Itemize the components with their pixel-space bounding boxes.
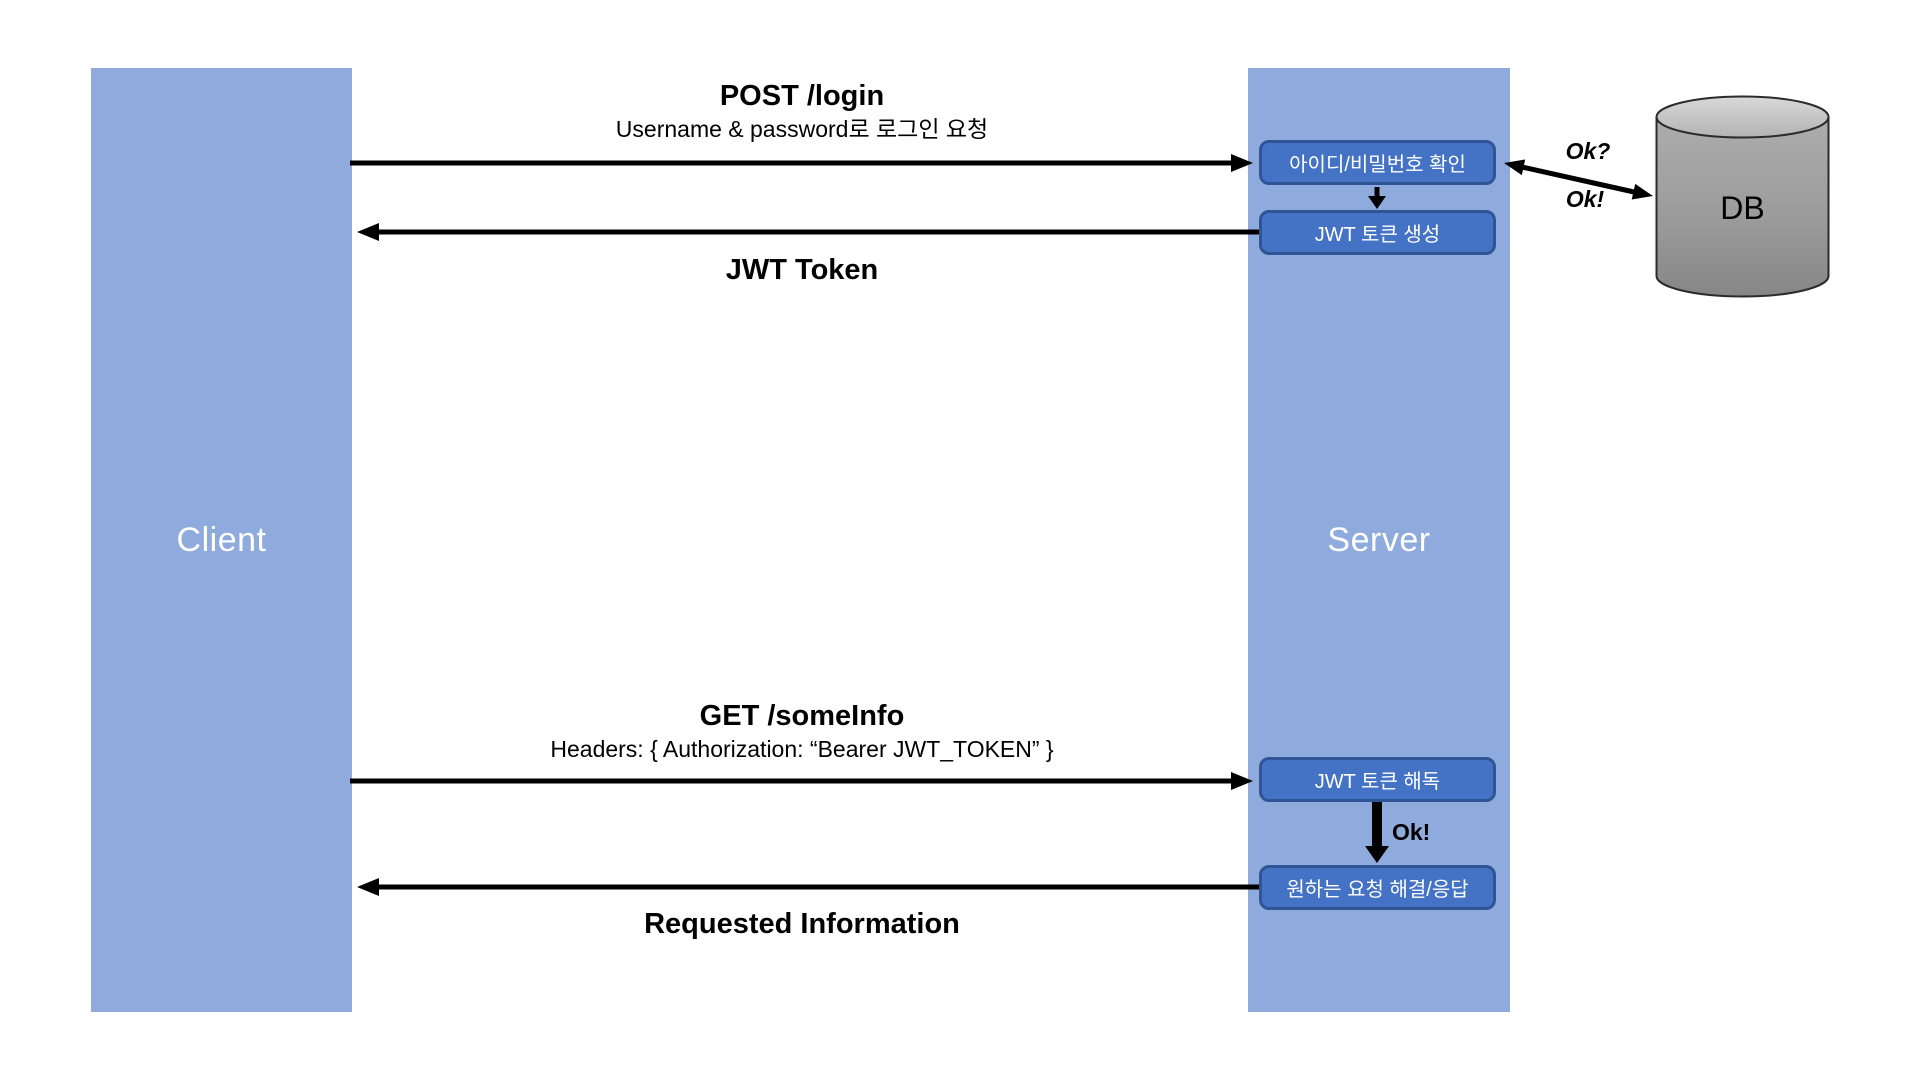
get-someinfo-message: GET /someInfo Headers: { Authorization: … bbox=[352, 698, 1252, 765]
requested-info-return-arrow bbox=[357, 878, 1259, 896]
client-label: Client bbox=[176, 520, 267, 559]
verify-to-generate-arrow bbox=[1368, 187, 1386, 209]
step-resolve-request: 원하는 요청 해결/응답 bbox=[1259, 865, 1496, 910]
step-generate-token: JWT 토큰 생성 bbox=[1259, 210, 1496, 255]
jwt-token-title: JWT Token bbox=[725, 254, 879, 286]
db-ok-answer-label: Ok! bbox=[1565, 186, 1605, 212]
post-login-message: POST /login Username & password로 로그인 요청 bbox=[352, 78, 1252, 145]
post-login-title: POST /login bbox=[719, 80, 885, 112]
post-login-subtitle: Username & password로 로그인 요청 bbox=[615, 116, 989, 142]
step-decode-token: JWT 토큰 해독 bbox=[1259, 757, 1496, 802]
decode-to-respond-arrow bbox=[1365, 801, 1389, 863]
jwt-token-return-arrow bbox=[357, 223, 1259, 241]
step-generate-token-label: JWT 토큰 생성 bbox=[1314, 224, 1441, 246]
jwt-token-message: JWT Token bbox=[352, 252, 1252, 288]
step-verify-credentials-label: 아이디/비밀번호 확인 bbox=[1289, 154, 1466, 176]
post-login-arrow bbox=[350, 154, 1253, 172]
server-label: Server bbox=[1327, 520, 1431, 559]
requested-info-title: Requested Information bbox=[644, 908, 960, 940]
requested-info-message: Requested Information bbox=[352, 906, 1252, 942]
step-decode-token-label: JWT 토큰 해독 bbox=[1314, 771, 1441, 793]
server-db-arrow bbox=[1504, 159, 1653, 200]
get-someinfo-title: GET /someInfo bbox=[699, 700, 905, 732]
step-verify-credentials: 아이디/비밀번호 확인 bbox=[1259, 140, 1496, 185]
decode-ok-label: Ok! bbox=[1392, 819, 1431, 845]
database-cylinder-shape bbox=[1655, 95, 1830, 298]
get-someinfo-subtitle: Headers: { Authorization: “Bearer JWT_TO… bbox=[550, 736, 1054, 762]
client-lane: Client bbox=[91, 68, 352, 1012]
step-resolve-request-label: 원하는 요청 해결/응답 bbox=[1286, 879, 1469, 901]
db-label: DB bbox=[1720, 190, 1765, 226]
get-someinfo-arrow bbox=[350, 772, 1253, 790]
db-ok-question-label: Ok? bbox=[1565, 138, 1611, 164]
database-cylinder: DB bbox=[1655, 95, 1830, 298]
